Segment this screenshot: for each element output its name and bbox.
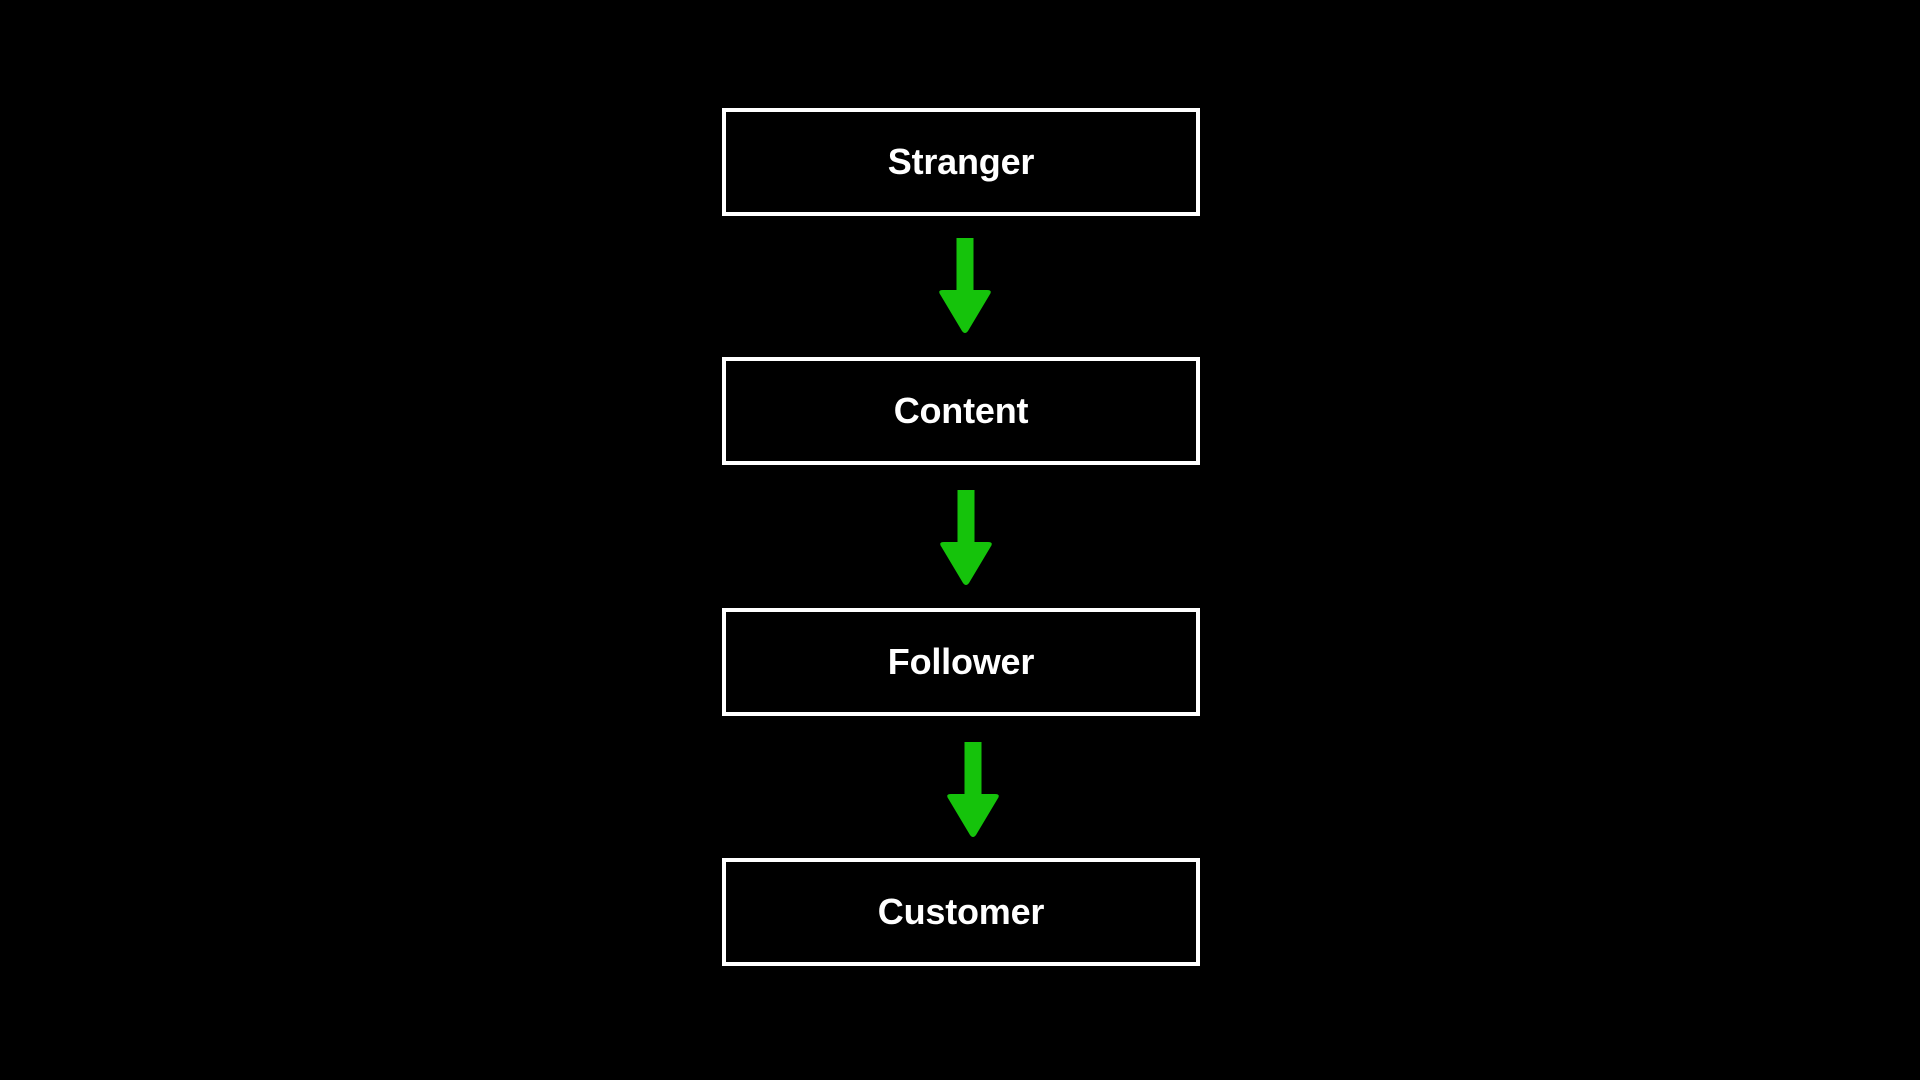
flow-node-label: Customer bbox=[877, 891, 1045, 932]
arrow-down-icon-follower-to-customer bbox=[947, 742, 999, 837]
flow-node-stranger[interactable]: Stranger bbox=[722, 108, 1200, 216]
flow-node-label: Stranger bbox=[887, 141, 1035, 182]
flow-node-customer[interactable]: Customer bbox=[722, 858, 1200, 966]
arrow-down-icon-content-to-follower bbox=[940, 490, 992, 585]
flow-node-content[interactable]: Content bbox=[722, 357, 1200, 465]
flow-node-follower[interactable]: Follower bbox=[722, 608, 1200, 716]
flow-node-label: Content bbox=[893, 390, 1029, 431]
arrow-down-icon-stranger-to-content bbox=[939, 238, 991, 333]
flow-node-label: Follower bbox=[887, 641, 1035, 682]
